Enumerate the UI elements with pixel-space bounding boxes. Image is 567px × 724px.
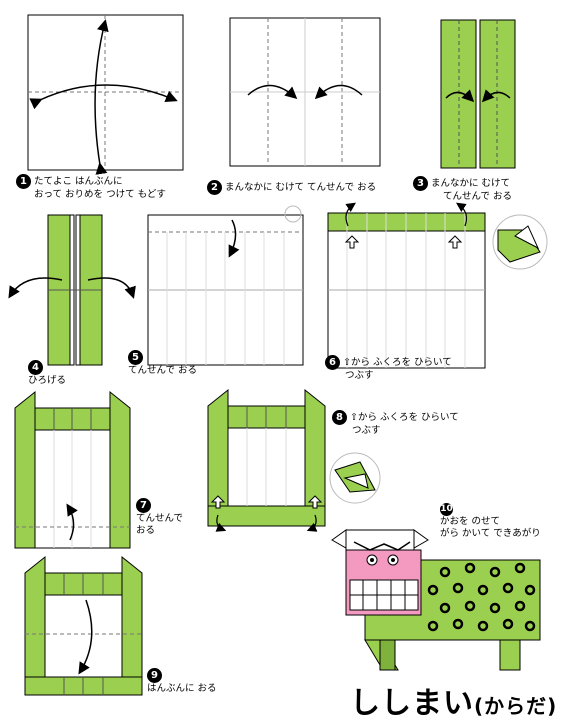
step-5-text: てんせんで おる <box>128 365 198 376</box>
step-9-number: 9 <box>147 668 162 683</box>
step-4-label: 4 ひろげる <box>28 360 66 387</box>
step-5-number: 5 <box>128 350 143 365</box>
step-1-text-line2: おって おりめを つけて もどす <box>34 189 166 200</box>
step-7-number: 7 <box>136 498 151 513</box>
step-9-label: 9 はんぶんに おる <box>147 668 217 695</box>
step9-diagram <box>24 555 143 696</box>
step5-diagram <box>147 205 304 366</box>
step-4-number: 4 <box>28 360 43 375</box>
page-title: ししまい(からだ) <box>350 678 557 722</box>
step-3-text-line1: まんなかに むけて <box>431 178 511 189</box>
title-main: ししまい <box>350 686 474 721</box>
step-9-text: はんぶんに おる <box>147 683 217 694</box>
step-10-text-line2: がら かいて できあがり <box>440 528 541 539</box>
step-7-label: 7 てんせんで おる <box>136 498 183 537</box>
step-1-number: 1 <box>16 174 31 189</box>
step-8-number: 8 <box>332 410 347 425</box>
step-5-label: 5 てんせんで おる <box>128 350 197 377</box>
step-10-text-line1: かおを のせて <box>440 516 501 527</box>
step8-diagram <box>207 388 381 532</box>
step-2-text: まんなかに むけて てんせんで おる <box>225 182 377 193</box>
step-6-label: 6⇧から ふくろを ひらいて つぶす <box>325 355 452 382</box>
step-3-number: 3 <box>413 176 428 191</box>
step-6-text-line2: つぶす <box>345 370 374 381</box>
step-3-text-line2: てんせんで おる <box>443 191 513 202</box>
step-7-text-line1: てんせんで <box>136 513 184 524</box>
step4-diagram <box>8 214 136 366</box>
step-8-text-line1: ⇧から ふくろを ひらいて <box>350 412 459 423</box>
step-7-text-line2: おる <box>136 525 156 536</box>
step3-diagram <box>440 19 516 169</box>
title-sub: (からだ) <box>474 694 558 718</box>
step-6-number: 6 <box>325 355 340 370</box>
step-8-label: 8⇧から ふくろを ひらいて つぶす <box>332 410 459 437</box>
step-10-number: 10 <box>440 503 453 516</box>
step-10-label: 10 かおを のせて がら かいて できあがり <box>440 503 541 540</box>
shishimai-finished <box>331 529 541 671</box>
step-1-text-line1: たてよこ はんぶんに <box>34 176 123 187</box>
step-4-text: ひろげる <box>28 375 67 386</box>
step7-diagram <box>14 390 131 549</box>
step-2-number: 2 <box>207 180 222 195</box>
step-8-text-line2: つぶす <box>352 425 381 436</box>
step1-diagram <box>27 14 184 175</box>
step2-diagram <box>229 17 381 167</box>
step-6-text-line1: ⇧から ふくろを ひらいて <box>343 357 452 368</box>
step6-diagram <box>327 202 548 369</box>
